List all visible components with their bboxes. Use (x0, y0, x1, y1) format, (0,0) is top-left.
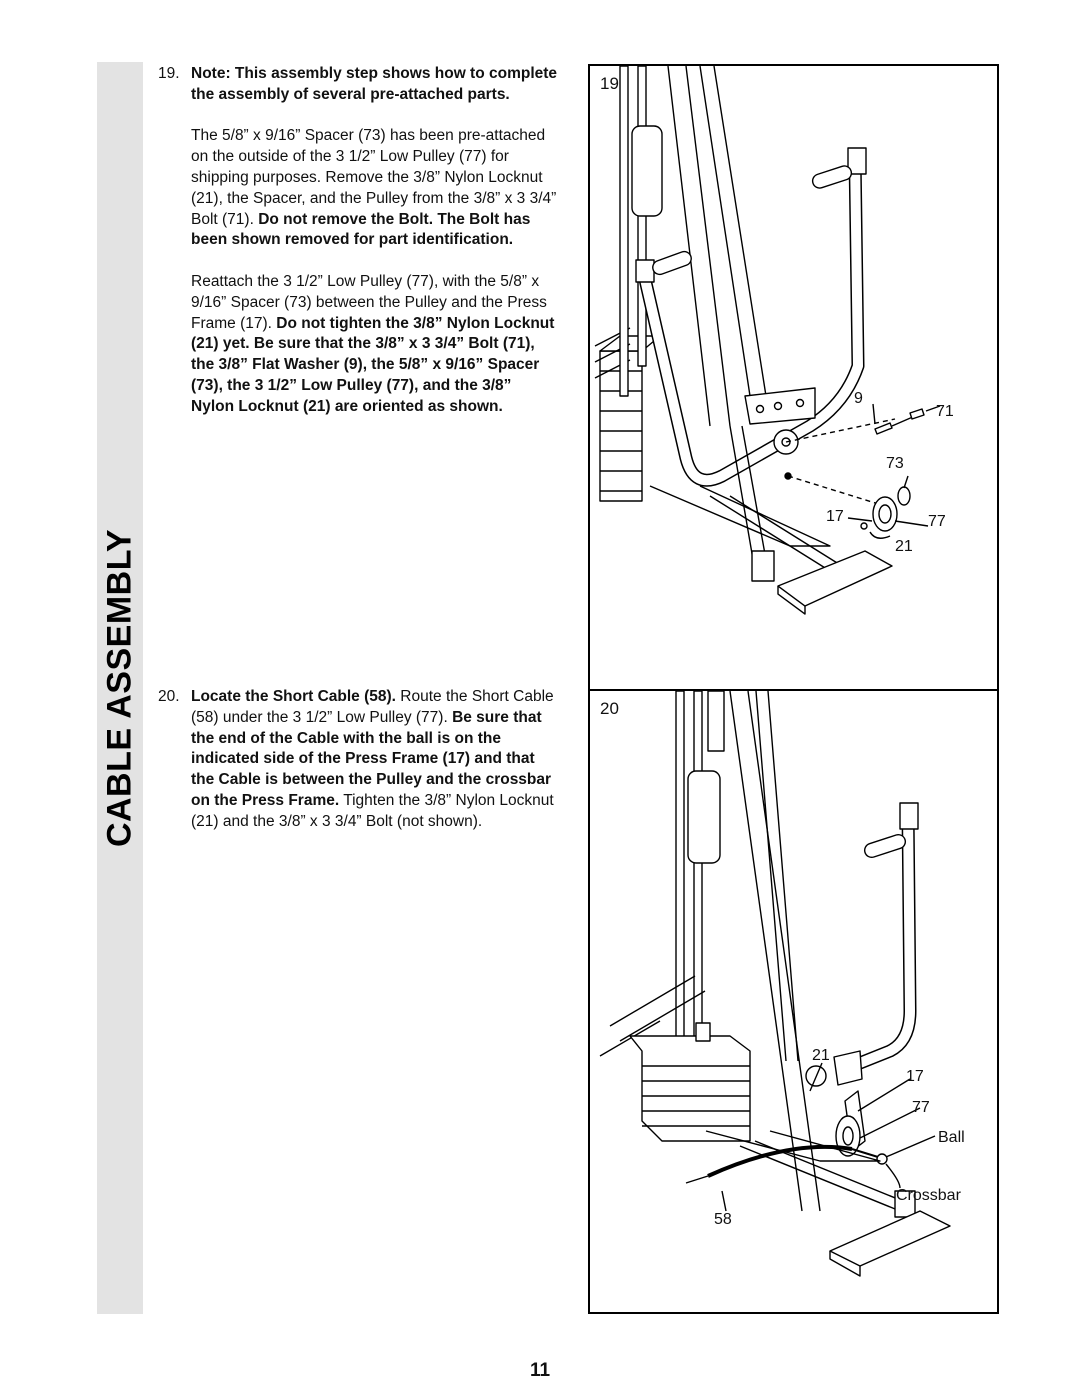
section-sidebar (97, 62, 143, 1314)
callout-77: 77 (912, 1099, 930, 1116)
step-19-warning: Do not remove the Bolt. The Bolt has bee… (191, 210, 531, 249)
page-number: 11 (529, 1360, 551, 1381)
step-20-warning: Be sure that the end of the Cable with t… (191, 708, 552, 809)
callout-71: 71 (936, 403, 954, 420)
figure-19-number: 19 (600, 74, 619, 93)
step-20-route: Route the Short Cable (58) under the 3 1… (191, 688, 554, 726)
callout-crossbar: Crossbar (896, 1187, 961, 1204)
callout-21: 21 (895, 538, 913, 555)
step-20: 20. Locate the Short Cable (58). Route t… (158, 687, 558, 853)
callout-58: 58 (714, 1211, 732, 1228)
callout-77: 77 (928, 513, 946, 530)
figure-20-number: 20 (600, 699, 619, 718)
callout-21: 21 (812, 1047, 830, 1064)
callout-17: 17 (826, 508, 844, 525)
callout-73: 73 (886, 455, 904, 472)
step-19-note: Note: This assembly step shows how to co… (191, 65, 558, 103)
figure-20-illustration (599, 691, 951, 1277)
step-19: 19. Note: This assembly step shows how t… (158, 64, 558, 438)
step-19-reattach: Reattach the 3 1/2” Low Pulley (77), wit… (191, 272, 547, 332)
step-number: 20. (158, 688, 180, 705)
step-20-tighten: Tighten the 3/8” Nylon Locknut (21) and … (191, 791, 554, 830)
callout-17: 17 (906, 1068, 924, 1085)
figure-20-panel: 20 21 17 77 Ball Crossbar 58 (588, 689, 999, 1314)
callout-9: 9 (854, 390, 863, 407)
callout-ball: Ball (938, 1129, 965, 1146)
figure-19-illustration (594, 66, 941, 615)
step-19-instructions: The 5/8” x 9/16” Spacer (73) has been pr… (191, 127, 557, 228)
step-19-orientation-warning: Do not tighten the 3/8” Nylon Locknut (2… (191, 314, 555, 415)
step-20-lead: Locate the Short Cable (58). (191, 688, 396, 705)
figure-19-panel: 19 9 71 73 17 77 21 (588, 64, 999, 691)
step-number: 19. (158, 65, 180, 82)
section-title: CABLE ASSEMBLY (100, 528, 139, 848)
